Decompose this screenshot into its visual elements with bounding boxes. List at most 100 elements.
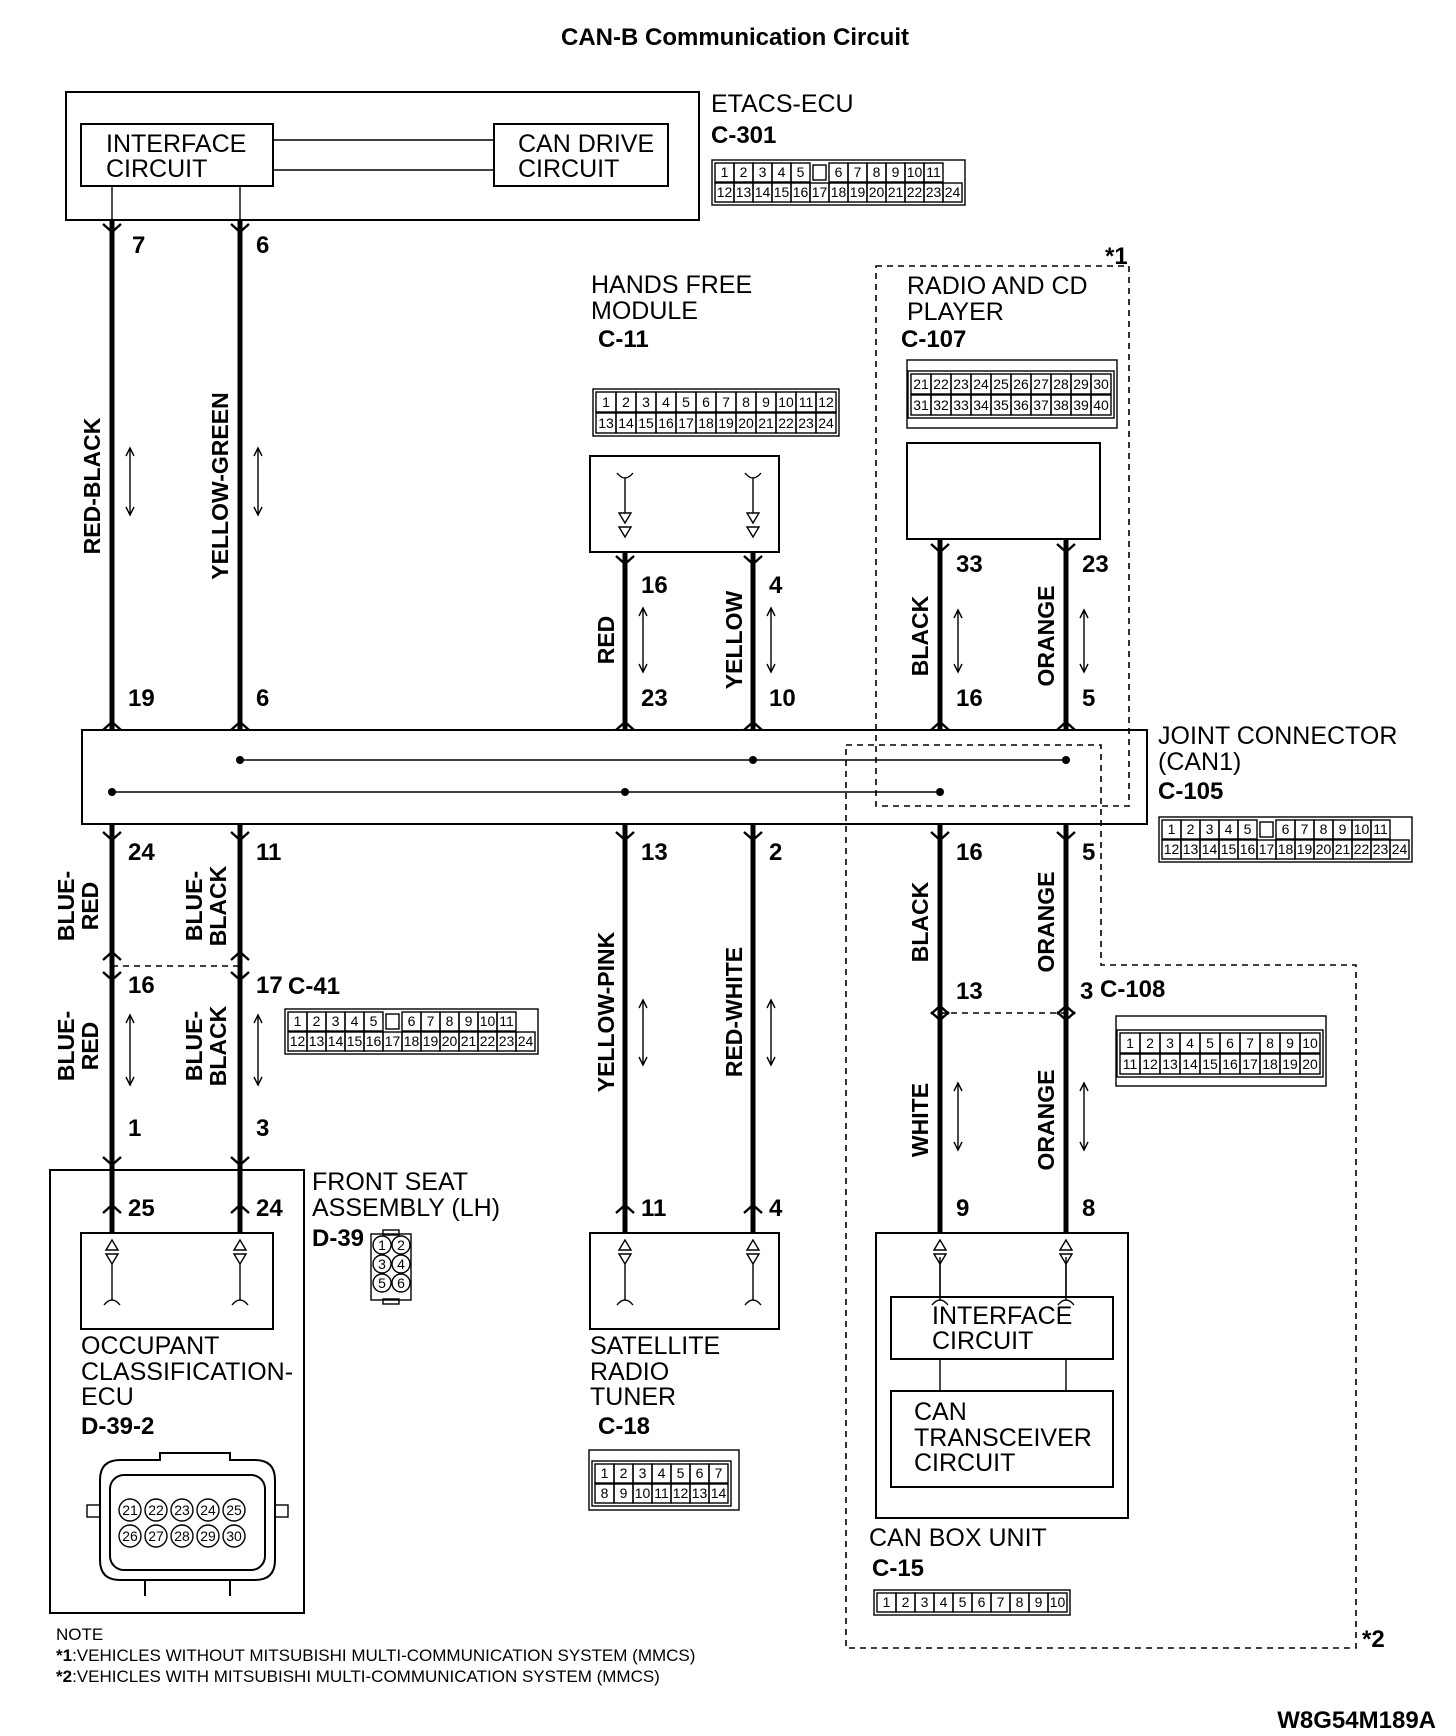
can-box-unit: INTERFACE CIRCUIT CAN TRANSCEIVER CIRCUI… [869,1232,1129,1616]
connector-pin-number: 28 [174,1528,190,1544]
pin-number: 16 [956,685,983,712]
connector-chevron [615,720,635,731]
connector-pin-number: 23 [926,184,942,200]
connector-pin-number: 9 [1286,1035,1294,1051]
pin-number: 2 [769,839,782,866]
connector-cell [942,182,963,203]
connector-cell [1299,1032,1321,1054]
connector-pin-number: 6 [978,1594,986,1610]
module-terminal [931,1238,949,1306]
connector-pin-number: 11 [499,1013,514,1029]
etacs-connector-id: C-301 [711,122,776,149]
connector-pin-number: 1 [1126,1035,1134,1051]
connector-pin-number: 4 [778,164,786,180]
connector-pin-number: 10 [1302,1035,1318,1051]
connector-chevron [743,1203,763,1214]
page-title: CAN-B Communication Circuit [561,24,909,51]
connector-pin-number: 5 [1206,1035,1214,1051]
connector-pin-number: 24 [200,1502,216,1518]
connector-pin [372,1273,392,1293]
bidirectional-arrow [1079,608,1089,619]
connector-pin-number: 2 [622,394,630,410]
connector-chevron [930,720,950,731]
module-terminal [744,1238,762,1306]
connector-pin-number: 17 [385,1033,401,1049]
connector-pin-number: 1 [602,394,610,410]
connector-key [1259,821,1274,838]
connector-pin-number: 23 [1373,841,1389,857]
connector-cell [1090,394,1112,416]
connector-pin [144,1524,168,1548]
connector-pin-number: 4 [1225,821,1233,837]
connector-pin-number: 7 [1301,821,1309,837]
pin-number: 7 [132,232,145,259]
pin-number: 24 [128,839,155,866]
wire-color: ORANGE [1033,872,1059,973]
pin-number: 16 [956,839,983,866]
connector-pin-number: 6 [696,1465,704,1481]
joint-connector-box [81,729,1148,825]
pin-number: 23 [1082,551,1109,578]
etacs-interface-box [80,123,274,187]
connector-pin-number: 29 [200,1528,216,1544]
connector-pin-number: 12 [673,1485,689,1501]
connector-pin-number: 11 [799,394,814,410]
radio-option-mark: *1 [1105,243,1128,270]
connector-chevron [102,971,122,982]
wire-color: YELLOW-GREEN [207,392,233,579]
connector-cell [708,1483,729,1504]
connector-pin-number: 5 [378,1275,386,1291]
connector-pin-number: 35 [993,397,1009,413]
pin-number: 4 [769,1195,783,1222]
connector-pin-number: 4 [397,1256,405,1272]
connector-pin-number: 21 [461,1033,477,1049]
connector-pin [222,1498,246,1522]
connector-pin-number: 2 [1146,1035,1154,1051]
pin-number: 1 [128,1115,141,1142]
connector-pin-number: 22 [480,1033,496,1049]
wire-color: BLACK [907,881,933,962]
connector-pin-number: 39 [1073,397,1089,413]
connector-pin-number: 14 [1182,1056,1198,1072]
connector-pin-number: 22 [1354,841,1370,857]
wire-color: BLUE-BLACK [181,865,231,946]
pin-number: 11 [256,839,281,866]
wires [102,220,1089,1306]
connector-pin-number: 20 [442,1033,458,1049]
connector-cell [790,162,811,183]
connector-pin-number: 5 [370,1013,378,1029]
pin-number: 16 [128,972,155,999]
hands-free-name-2: MODULE [591,297,698,325]
connector-pin-number: 16 [366,1033,382,1049]
pin-number: 9 [956,1195,969,1222]
etacs-ecu-box [65,91,700,221]
connector-pin-number: 17 [1259,841,1275,857]
connector-chevron [102,720,122,731]
connector-pin-number: 15 [638,415,654,431]
connector-cell [1370,819,1391,840]
connector-pin-number: 9 [892,164,900,180]
connector-pin-number: 31 [913,397,929,413]
connector-chevron [102,223,122,234]
bidirectional-arrow [253,1076,263,1087]
connector-pin-number: 14 [711,1485,727,1501]
connector-pin-number: 27 [148,1528,164,1544]
connector-chevron [743,720,763,731]
connector-pin-number: 3 [332,1013,340,1029]
connector-pin-number: 2 [740,164,748,180]
connector-chevron [743,555,763,566]
connector-pin-number: 1 [883,1594,891,1610]
connector-pin-number: 4 [351,1013,359,1029]
connector-pin-number: 28 [1053,376,1069,392]
connector-pin-number: 18 [698,415,714,431]
connector-pin-number: 19 [718,415,734,431]
connector-pin-number: 10 [635,1485,651,1501]
hands-free-box [589,455,780,553]
connector-pin-number: 16 [1240,841,1256,857]
canbox-interface-1: INTERFACE [932,1302,1072,1330]
connector-pin-number: 16 [1222,1056,1238,1072]
